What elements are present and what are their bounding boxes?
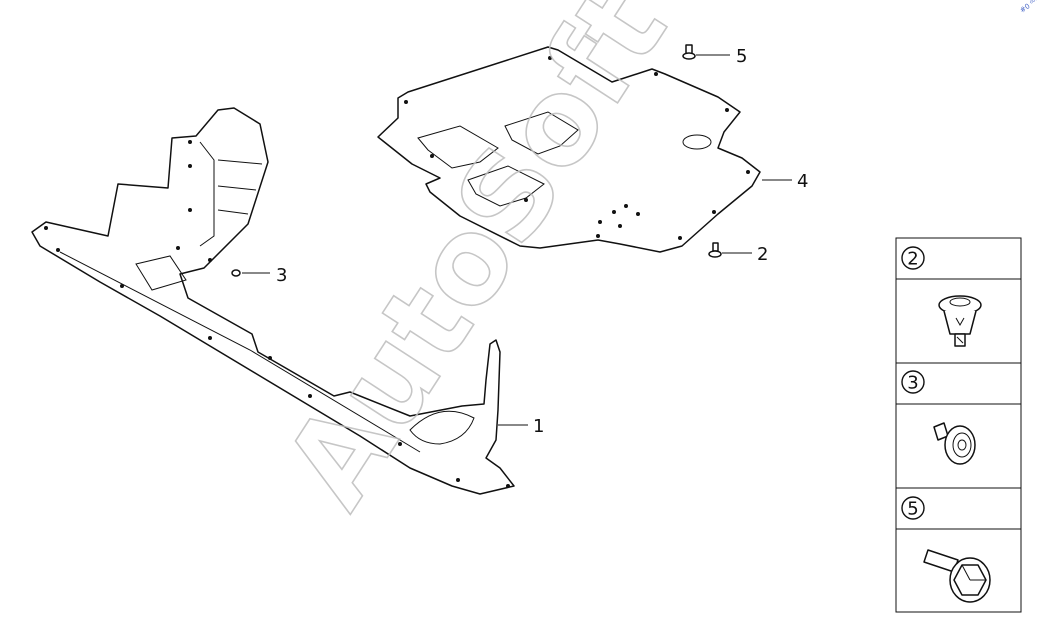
mounting-hole-icon [44, 140, 510, 488]
legend-item-5[interactable]: 5 [901, 496, 991, 603]
corner-mark: #0 ⁰⁰⁰ [1019, 0, 1037, 15]
front-undercover-part[interactable] [31, 107, 515, 495]
callout-label: 4 [797, 171, 808, 192]
legend-item-3[interactable]: 3 [901, 370, 976, 465]
legend-item-2[interactable]: 2 [901, 246, 982, 347]
flange-bolt-part[interactable] [682, 44, 696, 60]
legend-number: 3 [907, 373, 918, 394]
push-rivet-clip-part[interactable] [708, 242, 722, 258]
callout-label: 1 [533, 416, 544, 437]
screw-grommet-part[interactable] [231, 269, 241, 277]
callout-label: 2 [757, 244, 768, 265]
legend-number: 5 [907, 499, 918, 520]
engine-undercover-part[interactable] [377, 46, 761, 253]
legend-number: 2 [907, 249, 918, 270]
push-rivet-clip-icon [938, 295, 982, 347]
callout-label: 3 [276, 265, 287, 286]
fastener-legend: 2 3 5 [895, 237, 1022, 613]
flange-bolt-icon [923, 549, 991, 603]
callout-label: 5 [736, 46, 747, 67]
screw-grommet-icon [933, 422, 976, 465]
mounting-hole-icon [404, 56, 750, 240]
